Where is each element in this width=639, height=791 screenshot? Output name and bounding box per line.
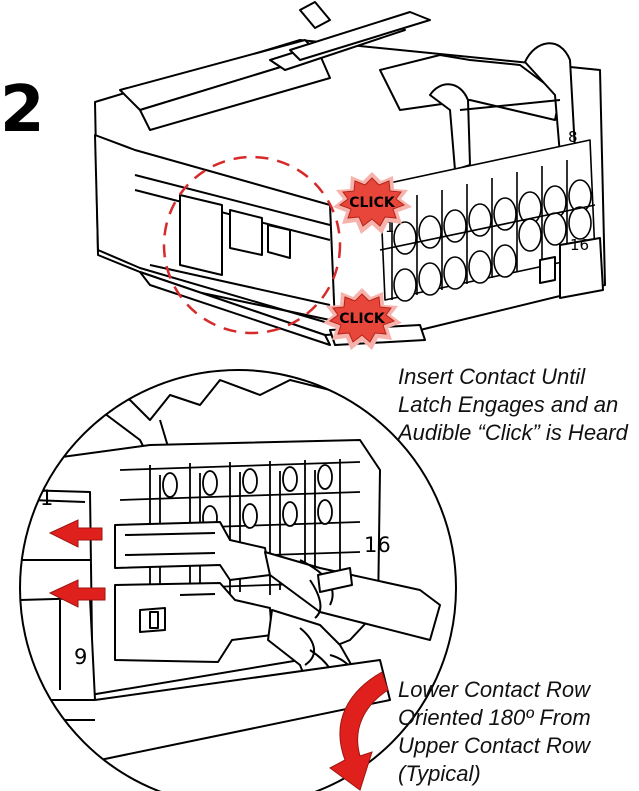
click-label-bottom: CLICK xyxy=(339,311,386,327)
latch-highlight-circle xyxy=(162,155,342,335)
step-number: 2 xyxy=(0,73,45,147)
detail-pin-label-9: 9 xyxy=(74,645,87,669)
pin-label-8: 8 xyxy=(568,128,578,146)
lower-note-line-4: (Typical) xyxy=(398,761,481,786)
click-label-top: CLICK xyxy=(349,195,396,211)
lower-row-note: Lower Contact Row Oriented 180º From Upp… xyxy=(398,676,591,788)
insertion-arrow-upper xyxy=(48,519,103,548)
insert-note-line-3: Audible “Click” is Heard xyxy=(398,420,628,445)
click-callout-bottom: CLICK xyxy=(323,288,402,350)
rotation-arrow-icon xyxy=(329,671,389,791)
insert-contact-note: Insert Contact Until Latch Engages and a… xyxy=(398,363,628,447)
detail-pin-label-16: 16 xyxy=(364,533,391,557)
pin-label-1: 1 xyxy=(385,218,395,236)
detail-view: 1 16 9 xyxy=(19,369,457,791)
insert-note-line-1: Insert Contact Until xyxy=(398,364,586,389)
insertion-arrow-lower xyxy=(48,579,106,608)
click-callout-top: CLICK xyxy=(333,172,412,234)
detail-pin-label-1: 1 xyxy=(40,486,53,510)
lower-note-line-1: Lower Contact Row xyxy=(398,677,590,702)
lower-note-line-3: Upper Contact Row xyxy=(398,733,590,758)
insert-note-line-2: Latch Engages and an xyxy=(398,392,619,417)
pin-label-16: 16 xyxy=(570,236,589,254)
connector-top-view xyxy=(94,1,606,346)
lower-note-line-2: Oriented 180º From xyxy=(398,705,591,730)
